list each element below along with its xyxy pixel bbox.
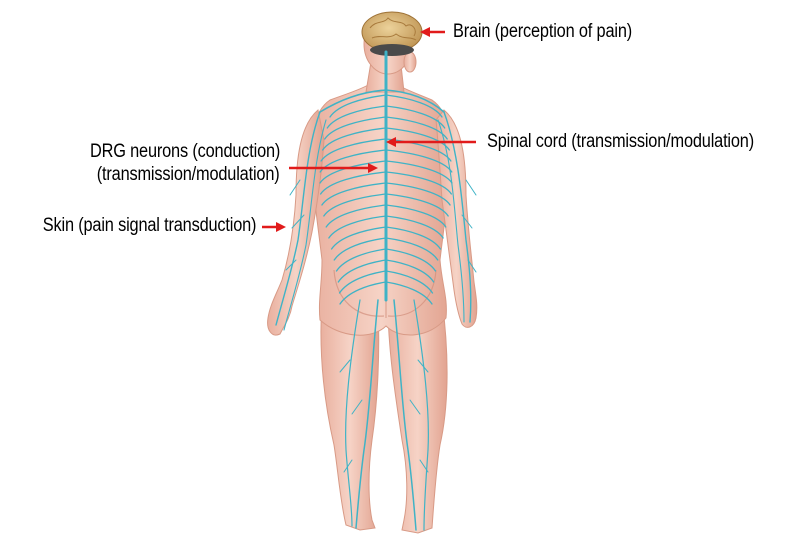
skin-arrow [262,222,286,232]
drg-label-line2: (transmission/modulation) [97,164,280,186]
brain [362,12,422,56]
brainstem [370,44,414,56]
skin-arrow-head [276,222,286,232]
brain-arrow [420,27,445,37]
nerve-branch [466,180,476,195]
spinal-cord-label: Spinal cord (transmission/modulation) [487,131,754,153]
drg-label-line1: DRG neurons (conduction) [90,141,280,163]
skin-label: Skin (pain signal transduction) [42,215,256,237]
brain-label: Brain (perception of pain) [453,21,632,43]
ear [404,52,416,72]
